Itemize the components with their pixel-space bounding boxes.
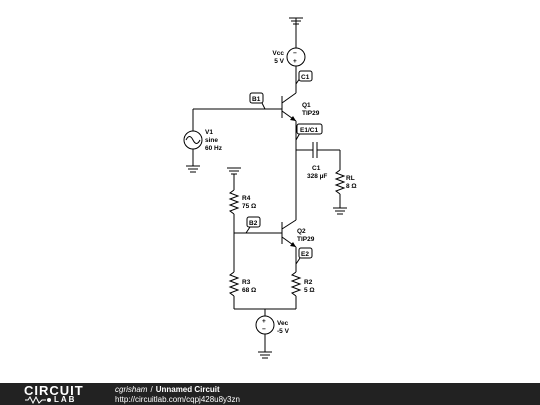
q1-transistor <box>281 84 297 122</box>
rl-ground <box>333 207 347 215</box>
circuit-title: Unnamed Circuit <box>155 385 220 394</box>
q2-transistor <box>281 219 297 248</box>
r2-resistor <box>290 271 302 297</box>
q2-part: TIP29 <box>297 236 315 243</box>
c1-label: C1 <box>312 165 321 172</box>
vee-value: -5 V <box>277 328 290 335</box>
svg-text:B1: B1 <box>252 96 261 103</box>
circuit-title-line: cgrisham/Unnamed Circuit <box>115 385 220 394</box>
rl-label: RL <box>346 175 355 182</box>
vcc-source: − + <box>286 47 306 67</box>
node-tag-e2[interactable]: E2 <box>295 247 313 265</box>
q2-label: Q2 <box>297 228 306 235</box>
c1-capacitor <box>312 142 318 158</box>
vee-ground <box>258 351 272 359</box>
v1-source <box>183 130 203 150</box>
q1-label: Q1 <box>302 102 311 109</box>
r3-resistor <box>228 271 240 297</box>
r4-ground <box>227 167 241 175</box>
footer-bar: CIRCUIT LAB cgrisham/Unnamed Circuit htt… <box>0 383 540 405</box>
vcc-plus-sign: + <box>293 58 297 65</box>
circuitlab-logo[interactable]: CIRCUIT LAB <box>24 384 96 404</box>
vcc-minus-sign: − <box>293 50 297 57</box>
vcc-ground <box>289 17 303 48</box>
q1-part: TIP29 <box>302 110 320 117</box>
logo-circuit-icon <box>25 396 51 404</box>
svg-text:E1/C1: E1/C1 <box>300 127 318 134</box>
schematic: − + Vcc 5 V Q1 TIP29 V1 sine 60 Hz C1 32… <box>183 17 357 359</box>
r4-label: R4 <box>242 195 251 202</box>
v1-label: V1 <box>205 129 213 136</box>
node-tag-b1[interactable]: B1 <box>249 92 266 110</box>
r4-value: 75 Ω <box>242 203 256 210</box>
vee-label: Vec <box>277 320 289 327</box>
vcc-label: Vcc <box>272 50 284 57</box>
rl-value: 8 Ω <box>346 183 357 190</box>
rl-resistor <box>334 169 346 195</box>
svg-text:B2: B2 <box>249 220 258 227</box>
v1-type: sine <box>205 137 218 144</box>
r2-value: 5 Ω <box>304 287 315 294</box>
r4-resistor <box>228 189 240 215</box>
svg-text:E2: E2 <box>301 251 309 258</box>
vee-source: + − <box>255 315 275 335</box>
author-name[interactable]: cgrisham <box>115 385 148 394</box>
r3-label: R3 <box>242 279 251 286</box>
logo-wordmark-bottom: LAB <box>54 395 77 404</box>
vee-plus-sign: + <box>262 318 266 325</box>
circuit-url-link[interactable]: http://circuitlab.com/cqpj428u8y3zn <box>115 395 240 404</box>
node-tag-e1c1[interactable]: E1/C1 <box>295 123 323 141</box>
r3-value: 68 Ω <box>242 287 256 294</box>
logo-wordmark-top: CIRCUIT <box>24 383 84 398</box>
node-tag-c1[interactable]: C1 <box>295 70 313 85</box>
svg-text:C1: C1 <box>301 74 310 81</box>
v1-ground <box>186 165 200 173</box>
r2-label: R2 <box>304 279 313 286</box>
c1-value: 328 µF <box>307 173 327 180</box>
vcc-value: 5 V <box>274 58 284 65</box>
title-separator: / <box>150 385 153 394</box>
node-tag-b2[interactable]: B2 <box>245 216 261 234</box>
v1-frequency: 60 Hz <box>205 145 223 152</box>
vee-minus-sign: − <box>262 326 266 333</box>
